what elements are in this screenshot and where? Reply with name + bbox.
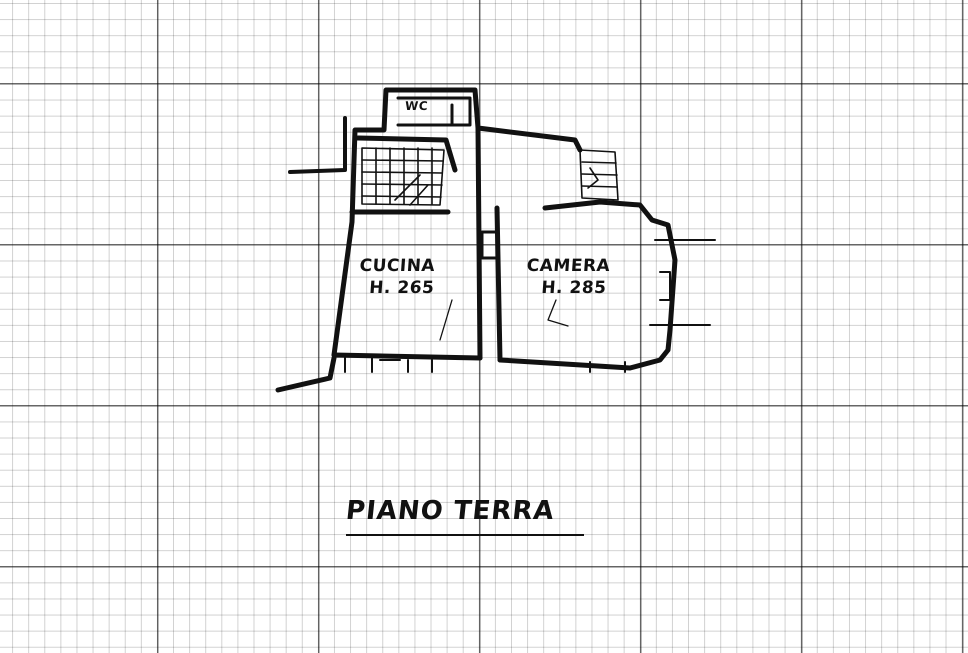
wc-walls: [396, 96, 472, 127]
external-stair: [579, 149, 619, 201]
ceiling-mark-camera: [547, 299, 569, 327]
camera-name: CAMERA: [526, 256, 611, 276]
left-wall-return: [288, 116, 347, 174]
outer-wall-right: [497, 199, 678, 371]
staircase: [361, 147, 445, 206]
ceiling-mark-cucina: [439, 299, 453, 341]
wc-name: WC: [404, 99, 429, 113]
room-label-camera: CAMERA H. 285: [525, 256, 611, 298]
plan-title: PIANO TERRA: [344, 496, 557, 526]
title-underline: [346, 534, 584, 536]
outer-wall-bottom: [275, 352, 483, 393]
outer-wall: [331, 87, 583, 358]
chimney-flue: [480, 230, 500, 260]
cucina-name: CUCINA: [358, 256, 436, 276]
cucina-height: H. 265: [368, 278, 436, 298]
camera-height: H. 285: [540, 278, 608, 298]
room-label-cucina: CUCINA H. 265: [357, 256, 437, 298]
windows: [344, 239, 716, 373]
room-label-wc: WC: [405, 99, 429, 113]
